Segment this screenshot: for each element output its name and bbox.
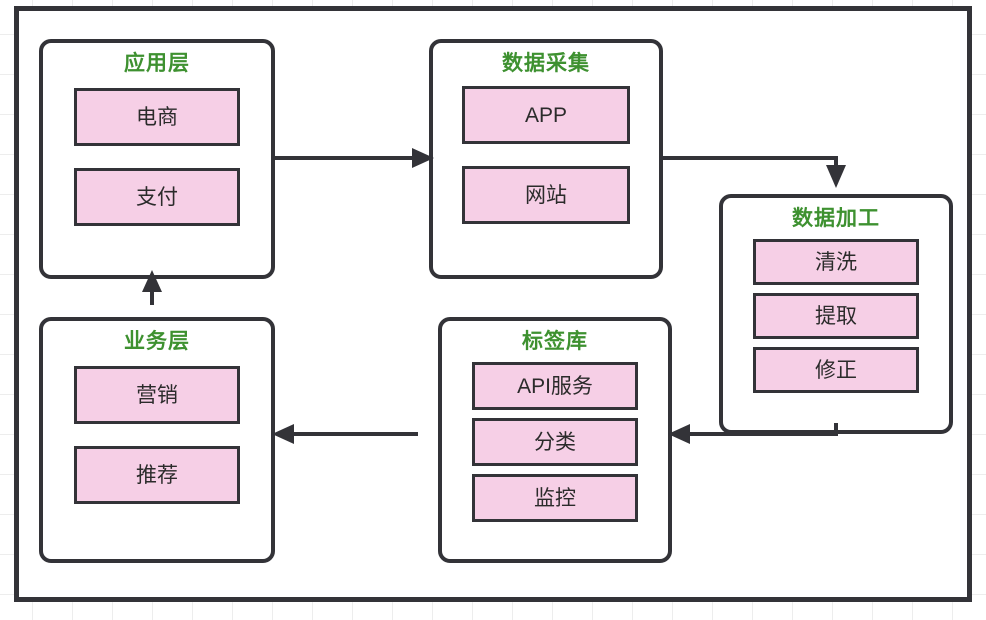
- cluster-tag-library-title: 标签库: [522, 330, 588, 353]
- node-recommendation[interactable]: 推荐: [74, 446, 240, 504]
- cluster-app-nodes: 电商 支付: [43, 88, 271, 226]
- cluster-business-nodes: 营销 推荐: [43, 366, 271, 504]
- cluster-tag-library[interactable]: 标签库 API服务 分类 监控: [438, 317, 672, 563]
- node-payment[interactable]: 支付: [74, 168, 240, 226]
- node-website[interactable]: 网站: [462, 166, 630, 224]
- cluster-data-collection-nodes: APP 网站: [433, 86, 659, 224]
- cluster-data-processing[interactable]: 数据加工 清洗 提取 修正: [719, 194, 953, 434]
- diagram-frame: 应用层 电商 支付 数据采集 APP 网站 数据加工 清洗 提取 修正: [14, 6, 972, 602]
- cluster-app-title: 应用层: [124, 52, 190, 75]
- node-monitoring[interactable]: 监控: [472, 474, 638, 522]
- cluster-data-processing-title: 数据加工: [792, 207, 880, 230]
- node-classification[interactable]: 分类: [472, 418, 638, 466]
- node-api-service[interactable]: API服务: [472, 362, 638, 410]
- cluster-tag-library-nodes: API服务 分类 监控: [442, 362, 668, 522]
- node-ecommerce[interactable]: 电商: [74, 88, 240, 146]
- cluster-business-title: 业务层: [124, 330, 190, 353]
- cluster-business[interactable]: 业务层 营销 推荐: [39, 317, 275, 563]
- node-extraction[interactable]: 提取: [753, 293, 919, 339]
- node-marketing[interactable]: 营销: [74, 366, 240, 424]
- cluster-data-collection[interactable]: 数据采集 APP 网站: [429, 39, 663, 279]
- node-app[interactable]: APP: [462, 86, 630, 144]
- node-correction[interactable]: 修正: [753, 347, 919, 393]
- cluster-data-processing-nodes: 清洗 提取 修正: [723, 239, 949, 393]
- node-cleaning[interactable]: 清洗: [753, 239, 919, 285]
- cluster-data-collection-title: 数据采集: [502, 52, 590, 75]
- cluster-app[interactable]: 应用层 电商 支付: [39, 39, 275, 279]
